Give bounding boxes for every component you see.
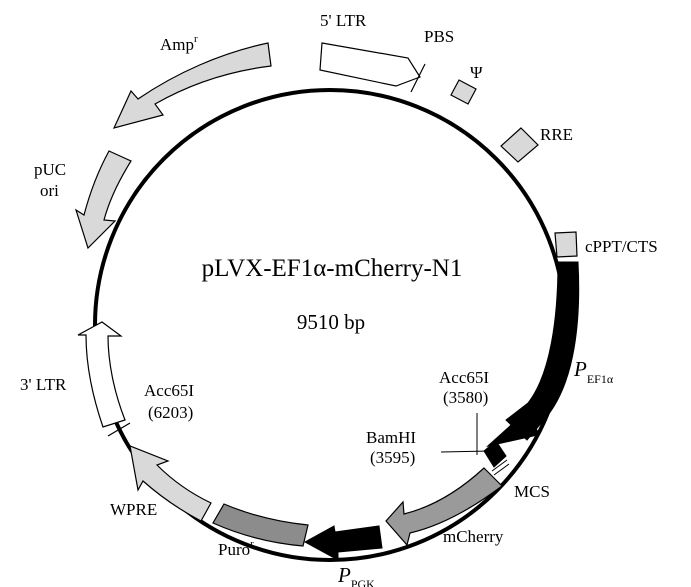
feature-puc-ori	[74, 150, 132, 250]
label-five-ltr: 5' LTR	[320, 11, 367, 30]
feature-five-ltr	[319, 42, 421, 87]
label-rre: RRE	[540, 125, 573, 144]
label-puro: Puror	[218, 538, 254, 559]
feature-mcherry	[385, 467, 503, 547]
feature-puro	[212, 503, 309, 547]
label-bamhi-3595: BamHI	[366, 428, 416, 447]
feature-psi	[450, 79, 477, 105]
plasmid-name: pLVX-EF1α-mCherry-N1	[202, 255, 463, 282]
feature-pef1a-head	[486, 410, 540, 447]
label-amp: Ampr	[160, 33, 198, 54]
plasmid-size: 9510 bp	[297, 310, 365, 334]
label-acc65i-3580: Acc65I	[439, 368, 489, 387]
mcs-hatch-2	[493, 463, 510, 476]
feature-three-ltr	[77, 321, 126, 428]
site-bamhi-3595-pointer	[440, 450, 491, 453]
label-bamhi-3595-pos: (3595)	[370, 448, 415, 467]
label-mcs: MCS	[514, 482, 550, 501]
label-psi: Ψ	[470, 63, 483, 82]
label-wpre: WPRE	[110, 500, 157, 519]
site-pbs-tick	[410, 63, 426, 93]
feature-mcs	[483, 440, 507, 468]
feature-ppgk	[303, 525, 383, 561]
label-acc65i-3580-pos: (3580)	[443, 388, 488, 407]
label-acc65i-6203-pos: (6203)	[148, 403, 193, 422]
label-cppt: cPPT/CTS	[585, 237, 658, 256]
feature-rre	[500, 127, 539, 163]
feature-wpre	[129, 445, 212, 522]
label-pbs: PBS	[424, 27, 454, 46]
label-pef1a: PEF1α	[573, 357, 614, 386]
label-mcherry: mCherry	[443, 527, 504, 546]
feature-pef1a	[505, 261, 580, 441]
feature-amp	[112, 42, 272, 129]
feature-cppt	[554, 231, 578, 258]
label-three-ltr: 3' LTR	[20, 375, 67, 394]
label-ppgk: PPGK	[337, 563, 375, 587]
mcs-hatch-1	[491, 459, 508, 472]
label-puc: pUC	[34, 160, 66, 179]
site-acc65i-6203-tick	[107, 422, 131, 437]
label-acc65i-6203: Acc65I	[144, 381, 194, 400]
label-ori: ori	[40, 181, 59, 200]
